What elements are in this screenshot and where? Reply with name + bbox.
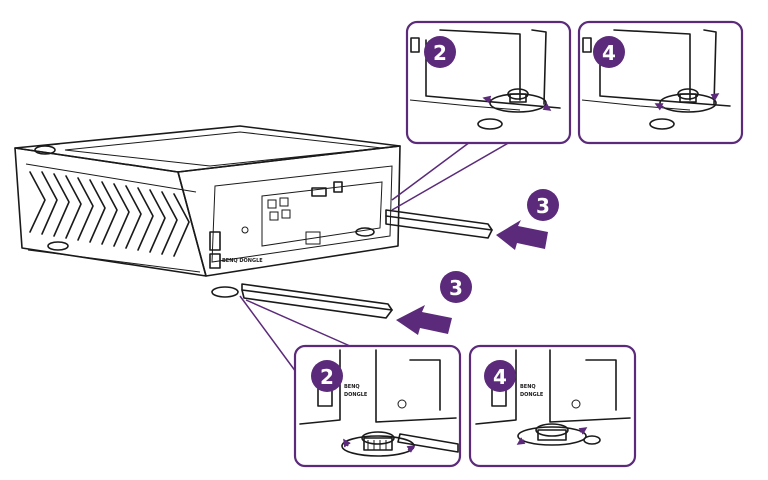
- dongle-label-panel-left-2: DONGLE: [344, 392, 368, 398]
- dongle-label-panel-right-1: BENQ: [520, 384, 536, 390]
- io-ports: [267, 181, 343, 245]
- svg-text:3: 3: [536, 194, 550, 218]
- svg-text:2: 2: [433, 41, 447, 65]
- step-badge-front: 3: [440, 271, 472, 303]
- projector-body: BENQ DONGLE: [14, 125, 401, 298]
- detail-panel-bottom-left: BENQ DONGLE 2: [293, 344, 462, 468]
- step-badge-top-right: 4: [593, 36, 625, 68]
- step-badge-top-left: 2: [424, 36, 456, 68]
- svg-text:4: 4: [493, 365, 507, 389]
- rear-push-arrow: [496, 220, 548, 250]
- dongle-label-panel-right-2: DONGLE: [520, 392, 544, 398]
- front-vent: [25, 163, 201, 273]
- svg-text:3: 3: [449, 276, 463, 300]
- svg-text:2: 2: [320, 365, 334, 389]
- dongle-label-panel-left-1: BENQ: [344, 384, 360, 390]
- front-push-arrow: [396, 305, 452, 335]
- step-badge-rear: 3: [527, 189, 559, 221]
- detail-panel-bottom-right: BENQ DONGLE 4: [468, 344, 637, 468]
- callout-leaders: [239, 141, 511, 373]
- front-stick: [241, 283, 393, 319]
- detail-panel-top-right: 4: [577, 20, 744, 145]
- step-badge-bottom-left: 2: [311, 360, 343, 392]
- svg-text:4: 4: [602, 41, 616, 65]
- detail-panel-top-left: 2: [405, 20, 572, 145]
- rear-stick: [385, 209, 493, 239]
- dongle-label: BENQ DONGLE: [222, 258, 263, 264]
- step-badge-bottom-right: 4: [484, 360, 516, 392]
- feet: [47, 227, 375, 298]
